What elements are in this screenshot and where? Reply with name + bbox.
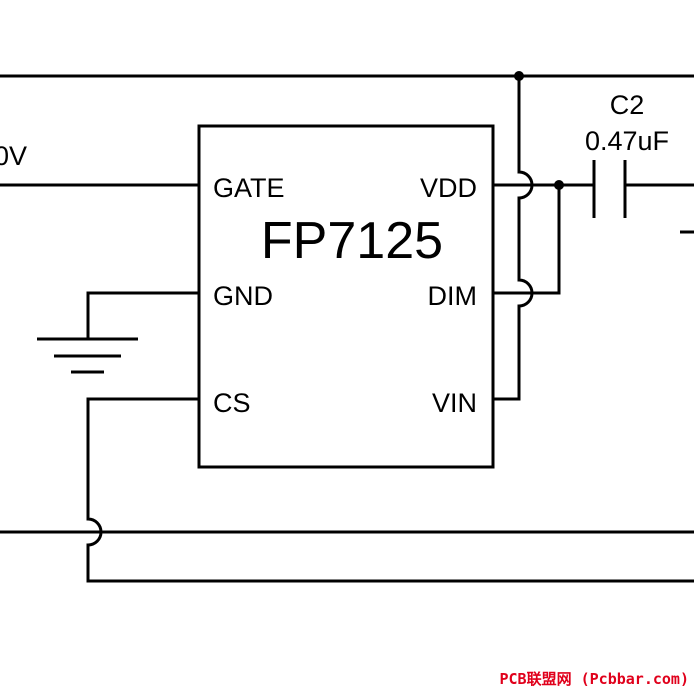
ic-part-number: FP7125 [261,212,443,270]
gnd-wire [86,291,199,339]
ic-body [197,124,495,469]
pin-label-gnd: GND [213,281,273,311]
pin-label-vdd: VDD [420,173,477,203]
vin-supply-wire [493,76,534,401]
pin-label-gate: GATE [213,173,285,203]
pin-label-dim: DIM [428,281,478,311]
capacitor-value: 0.47uF [585,126,669,156]
capacitor-reference: C2 [610,90,645,120]
left-voltage-label-fragment: 0V [0,141,27,171]
watermark-text: PCB联盟网 (Pcbbar.com) [500,670,690,688]
pin-label-vin: VIN [432,388,477,418]
dim-tie-wire [493,185,561,295]
cs-sense-wire [86,397,694,583]
pin-label-cs: CS [213,388,251,418]
